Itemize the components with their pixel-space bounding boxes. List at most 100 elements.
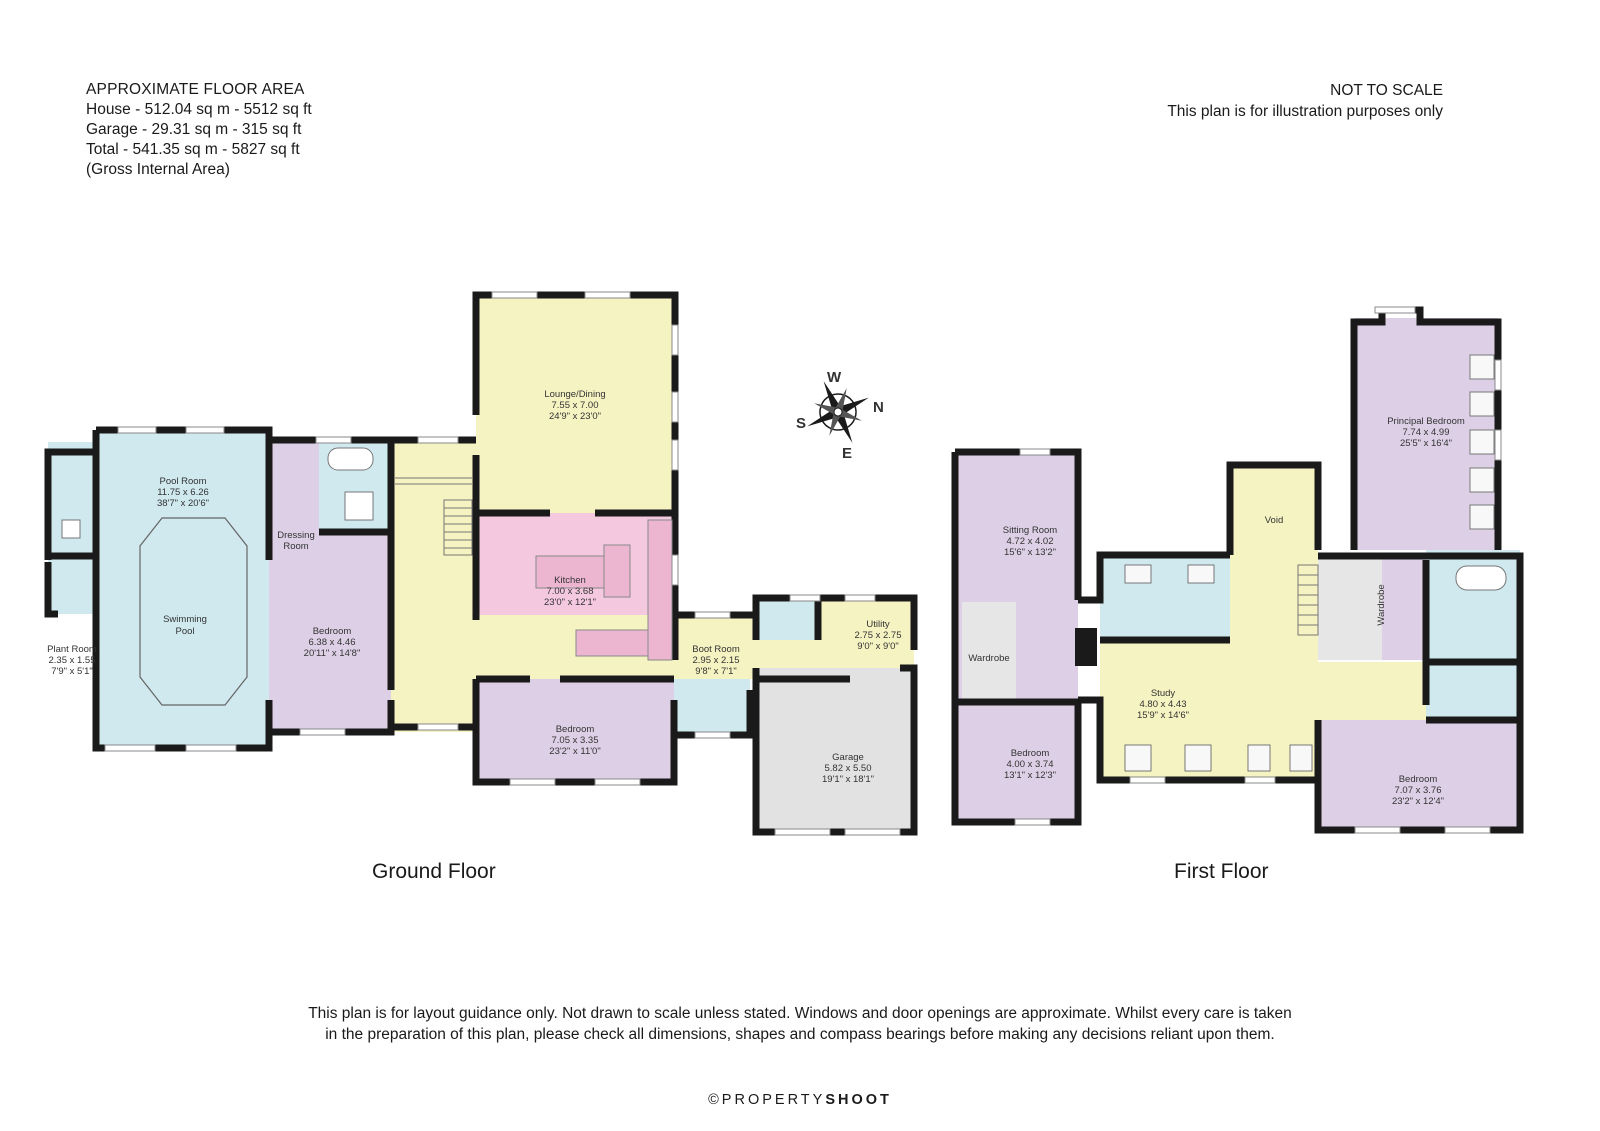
brand-logo: ©PROPERTYSHOOT [0, 1092, 1600, 1108]
ground-floor-label: Ground Floor [372, 860, 496, 883]
label-bedroom-gf2-metric: 7.05 x 3.35 [551, 735, 598, 746]
chimney-ff [1075, 628, 1097, 666]
label-kitchen: Kitchen [554, 575, 586, 586]
label-utility-imperial: 9'0" x 9'0" [857, 641, 899, 652]
floor-area-note: (Gross Internal Area) [86, 161, 230, 178]
label-bedroom-gf1: Bedroom [313, 626, 352, 637]
label-sitting-room: Sitting Room [1003, 525, 1057, 536]
principal-dressing-area [1382, 556, 1426, 660]
shower-gf [344, 491, 374, 521]
floor-area-garage: Garage - 29.31 sq m - 315 sq ft [86, 121, 302, 138]
first-floor-label: First Floor [1174, 860, 1269, 883]
room-labels: Plant Room 2.35 x 1.55 7'9" x 5'1" Pool … [47, 389, 1465, 807]
label-sitting-room-metric: 4.72 x 4.02 [1006, 536, 1053, 547]
disclaimer-line-2: in the preparation of this plan, please … [325, 1026, 1275, 1043]
bath-ff [1455, 565, 1507, 591]
label-plant-room-imperial: 7'9" x 5'1" [51, 666, 93, 677]
garage-area [756, 668, 914, 832]
label-lounge-metric: 7.55 x 7.00 [551, 400, 598, 411]
floor-area-total: Total - 541.35 sq m - 5827 sq ft [86, 141, 300, 158]
compass-s: S [796, 415, 806, 432]
kitchen-side-units [647, 519, 673, 661]
label-plant-room-metric: 2.35 x 1.55 [48, 655, 95, 666]
skylights [1124, 354, 1495, 772]
plant-room-fixture [61, 519, 81, 539]
cloakroom-area [756, 598, 818, 640]
label-bedroom-gf2: Bedroom [556, 724, 595, 735]
label-swimming-pool-1: Swimming [163, 614, 207, 625]
label-boot-room-imperial: 9'8" x 7'1" [695, 666, 737, 677]
wardrobe-2-area [1318, 556, 1382, 660]
label-garage: Garage [832, 752, 864, 763]
label-kitchen-metric: 7.00 x 3.68 [546, 586, 593, 597]
label-swimming-pool-2: Pool [175, 626, 194, 637]
brand-bold: SHOOT [825, 1092, 892, 1108]
label-kitchen-imperial: 23'0" x 12'1" [544, 597, 596, 608]
disclaimer: This plan is for layout guidance only. N… [0, 1003, 1600, 1045]
hallway-area [391, 440, 476, 732]
first-floor-plan [955, 318, 1520, 830]
label-pool-room-imperial: 38'7" x 20'6" [157, 498, 209, 509]
label-pool-room: Pool Room [160, 476, 207, 487]
label-bedroom-ff2-imperial: 23'2" x 12'4" [1392, 796, 1444, 807]
compass-w: W [827, 369, 842, 386]
lounge-area [476, 295, 675, 513]
first-floor-stairs [1297, 564, 1319, 636]
label-principal-bedroom-metric: 7.74 x 4.99 [1402, 427, 1449, 438]
compass-n: N [873, 399, 884, 416]
label-bedroom-ff1: Bedroom [1011, 748, 1050, 759]
landing-area [1318, 662, 1426, 720]
label-principal-bedroom-imperial: 25'5" x 16'4" [1400, 438, 1452, 449]
bath-gf [327, 447, 374, 471]
wardrobe-1-area [962, 602, 1016, 702]
scale-note-heading: NOT TO SCALE [1330, 82, 1443, 99]
label-bedroom-ff2-metric: 7.07 x 3.76 [1394, 785, 1441, 796]
floor-area-heading: APPROXIMATE FLOOR AREA [86, 81, 305, 98]
label-boot-room-metric: 2.95 x 2.15 [692, 655, 739, 666]
label-dressing-room-1: Dressing [277, 530, 315, 541]
label-bedroom-gf1-metric: 6.38 x 4.46 [308, 637, 355, 648]
label-garage-metric: 5.82 x 5.50 [824, 763, 871, 774]
ground-floor-stairs [395, 477, 473, 556]
label-garage-imperial: 19'1" x 18'1" [822, 774, 874, 785]
label-study-metric: 4.80 x 4.43 [1139, 699, 1186, 710]
void-area [1230, 465, 1318, 780]
label-sitting-room-imperial: 15'6" x 13'2" [1004, 547, 1056, 558]
label-utility-metric: 2.75 x 2.75 [854, 630, 901, 641]
utility-area [818, 598, 914, 668]
label-study: Study [1151, 688, 1176, 699]
first-floor-window-markers [1014, 306, 1502, 834]
bedroom-ff2-area [1318, 720, 1520, 830]
bedroom-gf2-area [476, 679, 674, 782]
scale-note: NOT TO SCALE This plan is for illustrati… [1167, 80, 1443, 122]
scale-note-text: This plan is for illustration purposes o… [1167, 103, 1443, 120]
label-lounge: Lounge/Dining [544, 389, 605, 400]
label-wardrobe-1: Wardrobe [968, 653, 1009, 664]
label-dressing-room-2: Room [283, 541, 308, 552]
swimming-pool-shape [139, 517, 248, 706]
floor-area-summary: APPROXIMATE FLOOR AREA House - 512.04 sq… [86, 80, 312, 180]
kitchen-island-extension [603, 544, 631, 598]
brand-prefix: ©PROPERTY [708, 1092, 826, 1108]
wc-gf-area [674, 679, 750, 735]
label-pool-room-metric: 11.75 x 6.26 [157, 487, 209, 498]
compass-e: E [842, 445, 852, 462]
label-bedroom-gf1-imperial: 20'11" x 14'8" [304, 648, 361, 659]
label-wardrobe-2: Wardrobe [1376, 584, 1387, 625]
label-bedroom-ff2: Bedroom [1399, 774, 1438, 785]
label-bedroom-gf2-imperial: 23'2" x 11'0" [549, 746, 600, 757]
label-lounge-imperial: 24'9" x 23'0" [549, 411, 601, 422]
label-utility: Utility [866, 619, 889, 630]
label-bedroom-ff1-metric: 4.00 x 3.74 [1006, 759, 1053, 770]
label-bedroom-ff1-imperial: 13'1" x 12'3" [1004, 770, 1056, 781]
label-plant-room: Plant Room [47, 644, 97, 655]
label-principal-bedroom: Principal Bedroom [1387, 416, 1465, 427]
compass-rose [807, 381, 869, 443]
disclaimer-line-1: This plan is for layout guidance only. N… [308, 1005, 1292, 1022]
label-void: Void [1265, 515, 1284, 526]
window-markers [104, 291, 901, 836]
floor-area-house: House - 512.04 sq m - 5512 sq ft [86, 101, 312, 118]
label-study-imperial: 15'9" x 14'6" [1137, 710, 1189, 721]
label-boot-room: Boot Room [692, 644, 740, 655]
